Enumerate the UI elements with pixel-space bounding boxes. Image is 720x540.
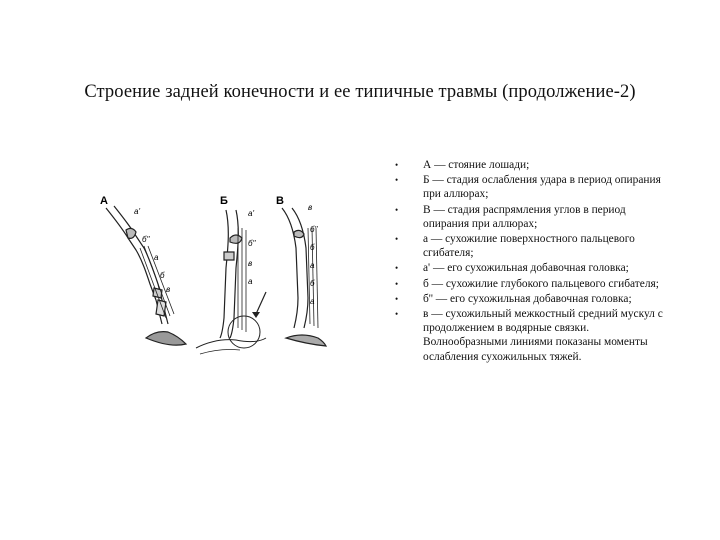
limb-illustration: А а' б'' а б в Б: [100, 195, 328, 355]
label-a-b: а: [248, 277, 253, 286]
list-item: •б'' — его сухожильная добавочная головк…: [395, 292, 632, 305]
list-item: •Б — стадия ослабления удара в период оп…: [395, 174, 661, 201]
bullet-icon: •: [395, 263, 399, 274]
slide-title: Строение задней конечности и ее типичные…: [84, 82, 636, 102]
list-item: •а — сухожилие поверхностного пальцевого…: [395, 233, 635, 260]
label-a-a: а: [154, 253, 159, 262]
label-v-a: в: [166, 285, 170, 294]
list-item: •А — стояние лошади;: [395, 159, 530, 171]
list-item: •а' — его сухожильная добавочная головка…: [395, 262, 629, 275]
label-b2-v: б: [310, 279, 315, 288]
limb-b: [195, 209, 267, 355]
label-v-b: в: [248, 259, 252, 268]
panel-label-a: А: [100, 195, 108, 207]
label-a2-v: а: [310, 297, 315, 306]
bullet-icon: •: [395, 234, 399, 245]
bullet-icon: •: [395, 175, 399, 186]
list-item: •В — стадия распрямления углов в период …: [395, 203, 626, 230]
label-b-double-a: б'': [142, 235, 150, 244]
label-b-a: б: [160, 271, 165, 280]
bullet-icon: •: [395, 309, 399, 320]
limb-structure-figure: А а' б'' а б в Б: [96, 188, 331, 363]
bullet-icon: •: [395, 278, 399, 289]
label-a-prime-b: а': [248, 209, 254, 218]
bullet-icon: •: [395, 160, 399, 170]
panel-label-b: Б: [220, 195, 228, 207]
label-a-prime-a: а': [134, 207, 140, 216]
arrow-icon: [255, 291, 267, 315]
detail-circle: [227, 315, 261, 349]
list-item: •в — сухожильный межкостный средний муск…: [395, 308, 663, 363]
label-v-v: в: [308, 203, 312, 212]
bullet-icon: •: [395, 204, 399, 215]
label-b-double-b: б'': [248, 239, 256, 248]
legend-list: •А — стояние лошади; •Б — стадия ослабле…: [395, 158, 665, 365]
list-item: •б — сухожилие глубокого пальцевого сгиб…: [395, 277, 659, 290]
arrow-head-icon: [252, 312, 260, 318]
limb-a: [105, 205, 188, 346]
bullet-icon: •: [395, 293, 399, 304]
label-b-double-v: б'': [310, 225, 318, 234]
label-a-v: а: [310, 261, 315, 270]
panel-label-v: В: [276, 195, 284, 207]
label-b-v: б: [310, 243, 315, 252]
limb-v: [281, 207, 328, 347]
